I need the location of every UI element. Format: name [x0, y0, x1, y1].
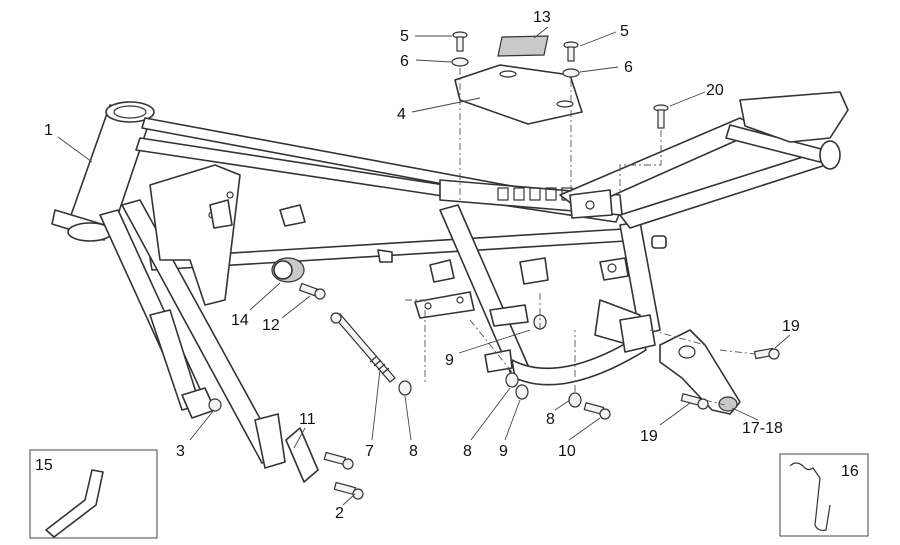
callout-17-18: 17-18 — [742, 420, 783, 437]
alignment-lines — [405, 68, 756, 406]
callout-1: 1 — [44, 122, 53, 139]
callout-11: 11 — [299, 411, 316, 428]
callout-6-right: 6 — [624, 59, 633, 76]
callout-8-c: 8 — [546, 411, 555, 428]
callout-7: 7 — [365, 443, 374, 460]
gusset-plate — [149, 164, 241, 306]
nut-3 — [208, 398, 222, 412]
washer-6-left — [451, 57, 469, 67]
lower-rear-loop — [511, 334, 647, 386]
callout-14: 14 — [231, 312, 249, 329]
long-bolt-7 — [330, 312, 396, 383]
callout-5-right: 5 — [620, 23, 629, 40]
nut-8-b — [505, 372, 519, 388]
washer-6-right — [562, 68, 580, 78]
callout-12: 12 — [262, 317, 280, 334]
callout-9-b: 9 — [499, 443, 508, 460]
engine-mount-bracket-lower — [254, 413, 286, 469]
callout-20: 20 — [706, 82, 724, 99]
callout-19-lower: 19 — [640, 428, 658, 445]
callout-13: 13 — [533, 9, 551, 26]
nut-9-b — [515, 384, 529, 400]
spring-clip-16 — [789, 462, 831, 532]
callout-16: 16 — [841, 463, 859, 480]
callout-2: 2 — [335, 505, 344, 522]
bolt-19-upper — [753, 347, 780, 360]
callout-15: 15 — [35, 457, 53, 474]
callout-8-a: 8 — [409, 443, 418, 460]
seat-bracket — [739, 91, 849, 143]
bracket-11 — [285, 427, 319, 483]
leader-lines — [57, 26, 791, 506]
bolt-12 — [298, 282, 326, 300]
bolt-20 — [653, 104, 669, 129]
inset-box-16 — [779, 453, 869, 537]
rear-down-tube-left — [439, 204, 531, 377]
bush-14 — [271, 257, 305, 283]
bolt-5-right — [563, 41, 579, 62]
callout-8-b: 8 — [463, 443, 472, 460]
callout-3: 3 — [176, 443, 185, 460]
callout-9-a: 9 — [445, 352, 454, 369]
callout-labels: 1 2 3 4 5 5 6 6 7 8 8 8 9 9 10 11 12 13 … — [35, 9, 859, 522]
callout-10: 10 — [558, 443, 576, 460]
hose-15 — [45, 469, 104, 538]
callout-6-left: 6 — [400, 53, 409, 70]
steering-head — [51, 101, 155, 242]
nut-8-c — [568, 392, 582, 408]
bolt-2-upper — [323, 451, 354, 470]
bolt-2-lower — [333, 481, 364, 500]
callout-5-left: 5 — [400, 28, 409, 45]
nut-8-a — [398, 380, 412, 396]
bolt-5-left — [452, 31, 468, 52]
bolt-10 — [583, 402, 611, 420]
frame-assembly — [51, 91, 849, 469]
bolt-19-lower — [680, 393, 709, 410]
inset-box-15 — [29, 449, 158, 539]
callout-4: 4 — [397, 106, 406, 123]
pad-13 — [497, 35, 549, 57]
footrest-plate-17-18 — [659, 329, 741, 415]
callout-19-upper: 19 — [782, 318, 800, 335]
